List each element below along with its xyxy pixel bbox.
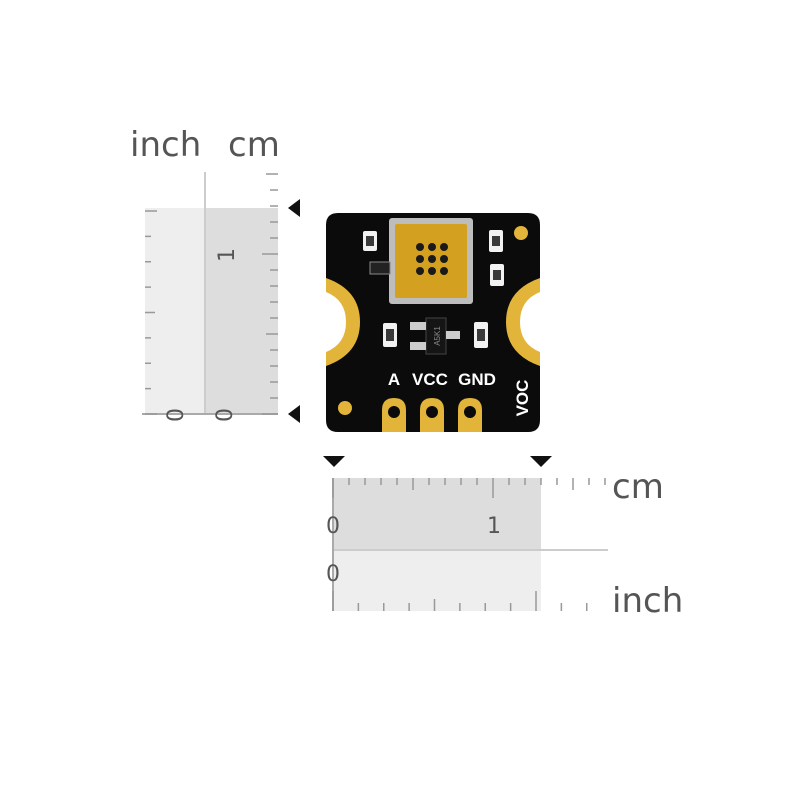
sensor-hole [416,243,424,251]
horizontal-right-marker-icon [530,456,552,467]
smd-resistor-1-body [386,329,394,341]
vertical-bottom-marker-icon [288,405,300,423]
horizontal-ruler-cm-label: cm [612,467,664,507]
vertical-top-marker-icon [288,199,300,217]
silk-pin-gnd: GND [458,370,496,389]
chip-lead-3 [446,331,460,339]
sensor-hole [428,255,436,263]
left-mounting-pad [326,278,360,366]
sensor-hole [440,267,448,275]
header-pin-a-hole [388,406,400,418]
horizontal-ruler-ticks [332,478,606,611]
vertical-ruler-ticks [145,173,278,415]
chip-lead-2 [410,342,426,350]
chip-lead-1 [410,322,426,330]
header-pin-vcc-hole [426,406,438,418]
vertical-ruler-inch-label: inch [130,125,202,165]
transistor-small [369,261,391,275]
right-mounting-pad [506,278,540,366]
smd-resistor-2-body [477,329,485,341]
vertical-ruler-cm-label: cm [228,125,280,165]
sensor-hole [440,243,448,251]
smd-cap-1-body [366,236,374,246]
horizontal-ruler-cm-shade [333,478,541,550]
chip-marking: A5K1 [433,326,442,346]
corner-pad-bottom-left [338,401,352,415]
sensor-hole [416,255,424,263]
silk-pin-vcc: VCC [412,370,448,389]
horizontal-ruler-inch-label: inch [612,581,684,621]
corner-pad-top-right [514,226,528,240]
sensor-hole [416,267,424,275]
sensor-grid-holes [416,243,448,275]
smd-cap-2-body [492,236,500,246]
horizontal-ruler-inch-zero: 0 [326,562,340,587]
horizontal-left-marker-icon [323,456,345,467]
horizontal-ruler-inch-shade [333,550,541,611]
vertical-ruler-inch-shade [145,208,205,414]
smd-cap-3-body [493,270,501,280]
vertical-ruler-cm-shade [205,208,278,414]
header-pin-gnd-hole [464,406,476,418]
sensor-hole [428,243,436,251]
horizontal-ruler-cm-one: 1 [487,514,501,539]
silk-pin-a: A [388,370,400,389]
horizontal-ruler-cm-zero: 0 [326,514,340,539]
sensor-hole [428,267,436,275]
silk-board-name: VOC [513,380,532,417]
sensor-hole [440,255,448,263]
